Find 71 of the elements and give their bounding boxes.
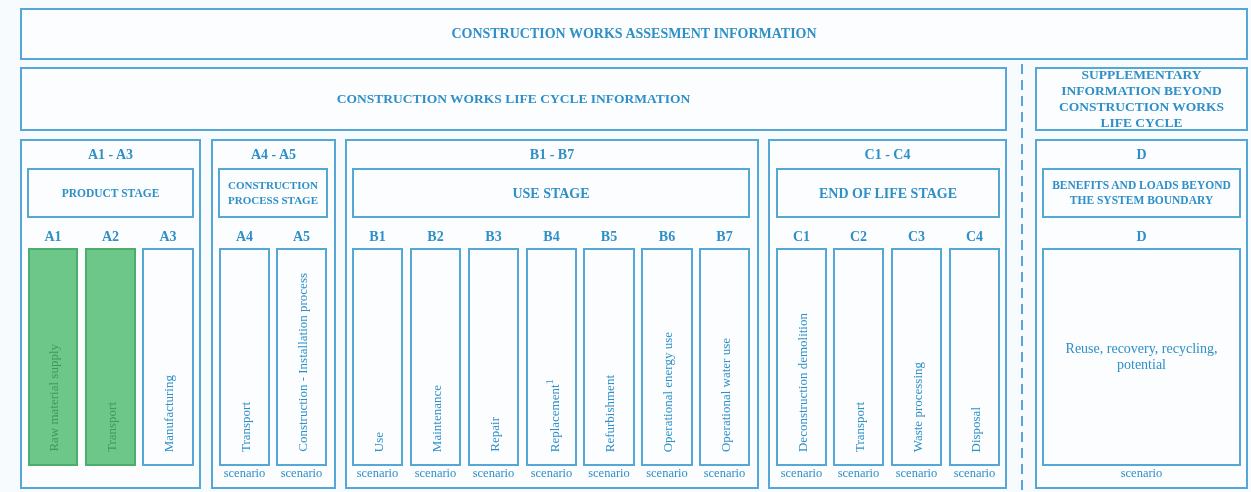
stage-box xyxy=(352,168,750,218)
scenario-note: scenario xyxy=(895,466,938,481)
module-code: C2 xyxy=(849,229,868,245)
module-code: C1 xyxy=(792,229,811,245)
module-label: Use xyxy=(370,431,385,452)
module-code: B3 xyxy=(485,229,502,245)
module-code: C3 xyxy=(907,229,926,245)
stage-title: PRODUCT STAGE xyxy=(60,185,161,201)
scenario-note: scenario xyxy=(953,466,996,481)
stage-title: CONSTRUCTION PROCESS STAGE xyxy=(227,178,319,208)
module-label: Reuse, recovery, recycling, potential xyxy=(1064,341,1219,373)
scenario-note: scenario xyxy=(1120,466,1163,481)
module-label: Refurbishment xyxy=(601,374,617,452)
scenario-note: scenario xyxy=(646,466,688,481)
scenario-note: scenario xyxy=(472,466,515,481)
module-code: B4 xyxy=(543,229,560,245)
scenario-note: scenario xyxy=(356,466,399,481)
stage-group-frame xyxy=(1035,139,1248,489)
module-label: Manufacturing xyxy=(160,374,176,452)
module-label: Repair xyxy=(486,417,501,452)
stage-group-frame xyxy=(345,139,759,489)
range-heading: B1 - B7 xyxy=(528,147,576,163)
range-heading: A4 - A5 xyxy=(249,147,298,163)
module-label: Disposal xyxy=(967,406,982,452)
stage-box xyxy=(27,168,194,218)
stage-group-frame xyxy=(20,139,201,489)
stage-box xyxy=(1042,168,1241,218)
module-label: Operational water use xyxy=(717,337,732,452)
module-label: Transport xyxy=(237,401,252,452)
range-heading: C1 - C4 xyxy=(863,147,912,163)
banner-box xyxy=(20,8,1248,60)
scenario-note: scenario xyxy=(530,466,573,481)
module-code: A2 xyxy=(101,229,120,245)
banner-box xyxy=(1035,67,1248,131)
banner-title: CONSTRUCTION WORKS LIFE CYCLE INFORMATION xyxy=(335,91,692,107)
banner-title: CONSTRUCTION WORKS ASSESMENT INFORMATION xyxy=(450,26,818,42)
scenario-note: scenario xyxy=(837,466,880,481)
stage-group-frame xyxy=(211,139,336,489)
module-code: B1 xyxy=(369,229,386,245)
module-code: B6 xyxy=(658,229,676,245)
stage-group-frame xyxy=(768,139,1007,489)
scenario-note: scenario xyxy=(780,466,823,481)
module-label: Operational energy use xyxy=(659,331,675,452)
module-code: B2 xyxy=(427,229,444,245)
stage-box xyxy=(776,168,1000,218)
module-label: Transport xyxy=(851,401,866,452)
module-code: C4 xyxy=(965,229,984,245)
module-code: A4 xyxy=(235,229,254,245)
scenario-note: scenario xyxy=(280,466,323,481)
stage-title: END OF LIFE STAGE xyxy=(817,185,959,201)
stage-box xyxy=(218,168,328,218)
module-code: B7 xyxy=(716,229,733,245)
range-heading: D xyxy=(1135,147,1148,163)
module-code: A3 xyxy=(159,229,177,245)
module-code: D xyxy=(1136,229,1147,245)
banner-title: SUPPLEMENTARY INFORMATION BEYOND CONSTRUCTION WORKS LIFE CYCLE xyxy=(1057,67,1226,131)
scenario-note: scenario xyxy=(588,466,630,481)
stage-title: BENEFITS AND LOADS BEYOND THE SYSTEM BOUNDARY xyxy=(1051,178,1232,208)
module-label: Construction - Installation process xyxy=(294,273,309,452)
module-code: A1 xyxy=(44,229,62,245)
module-label: Deconstruction demolition xyxy=(794,313,809,452)
stage-title: USE STAGE xyxy=(511,185,591,201)
scenario-note: scenario xyxy=(223,466,266,481)
module-label: Waste processing xyxy=(909,361,924,452)
banner-box xyxy=(20,67,1007,131)
module-code: B5 xyxy=(600,229,618,245)
module-code: A5 xyxy=(292,229,311,245)
scenario-note: scenario xyxy=(414,466,457,481)
module-label: Maintenance xyxy=(428,384,443,452)
range-heading: A1 - A3 xyxy=(86,147,135,163)
scenario-note: scenario xyxy=(703,466,746,481)
